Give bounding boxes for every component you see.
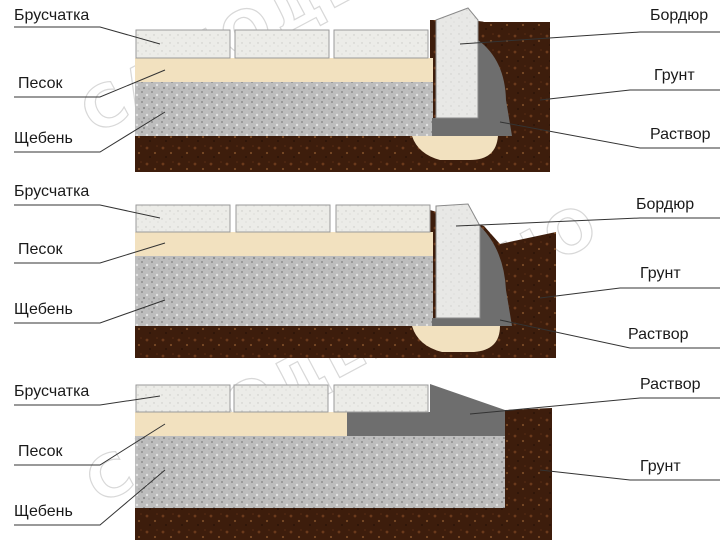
label-mortar: Раствор <box>650 126 711 143</box>
leader-line <box>539 89 720 101</box>
leader-line <box>14 242 166 264</box>
leader-lines <box>14 26 720 526</box>
diagram-2 <box>135 203 556 358</box>
leader-line <box>14 111 166 153</box>
leader-line <box>14 204 161 219</box>
leader-line <box>14 69 166 98</box>
label-gravel: Щебень <box>14 301 73 318</box>
paver-block <box>335 204 431 233</box>
soil-layer <box>135 408 552 540</box>
paver-block <box>234 29 330 59</box>
gravel-layer <box>135 256 433 326</box>
leader-line <box>455 217 720 227</box>
label-mortar: Раствор <box>640 376 701 393</box>
paver-block <box>135 29 231 59</box>
paver-block <box>233 384 329 413</box>
label-soil: Грунт <box>640 458 681 475</box>
leader-line <box>14 423 166 466</box>
label-paver: Брусчатка <box>14 383 89 400</box>
sand-pocket <box>412 136 498 160</box>
label-soil: Грунт <box>640 265 681 282</box>
sand-layer <box>135 412 347 436</box>
sand-layer <box>135 58 433 82</box>
paver-block <box>235 204 331 233</box>
label-sand: Песок <box>18 75 63 92</box>
gravel-layer <box>135 436 505 508</box>
mortar-layer <box>432 226 512 326</box>
gravel-layer <box>135 82 433 136</box>
leader-line <box>499 121 720 149</box>
paver-block <box>333 29 429 59</box>
label-curb: Бордюр <box>636 196 694 213</box>
label-soil: Грунт <box>654 67 695 84</box>
leader-line <box>459 31 720 45</box>
curb-stone <box>435 203 481 319</box>
leader-line <box>499 319 720 349</box>
leader-line <box>14 469 166 526</box>
label-mortar: Раствор <box>628 326 689 343</box>
mortar-layer <box>432 40 512 136</box>
leader-line <box>539 287 720 299</box>
label-curb: Бордюр <box>650 7 708 24</box>
label-paver: Брусчатка <box>14 7 89 24</box>
curb-stone <box>435 7 479 119</box>
paver-block <box>135 204 231 233</box>
paver-block <box>333 384 429 413</box>
label-gravel: Щебень <box>14 130 73 147</box>
label-paver: Брусчатка <box>14 183 89 200</box>
leader-line <box>469 397 720 415</box>
label-sand: Песок <box>18 241 63 258</box>
mortar-layer <box>347 384 505 436</box>
sand-layer <box>135 232 433 256</box>
label-gravel: Щебень <box>14 503 73 520</box>
label-sand: Песок <box>18 443 63 460</box>
labels: Брусчатка Песок Щебень Бордюр Грунт Раст… <box>14 7 711 520</box>
leader-line <box>14 26 161 45</box>
diagram-3 <box>135 384 552 540</box>
paver-block <box>135 384 231 413</box>
leader-line <box>539 469 720 481</box>
leader-line <box>14 299 166 324</box>
leader-line <box>14 395 161 406</box>
diagram-1 <box>135 7 550 172</box>
sand-pocket <box>412 326 500 352</box>
